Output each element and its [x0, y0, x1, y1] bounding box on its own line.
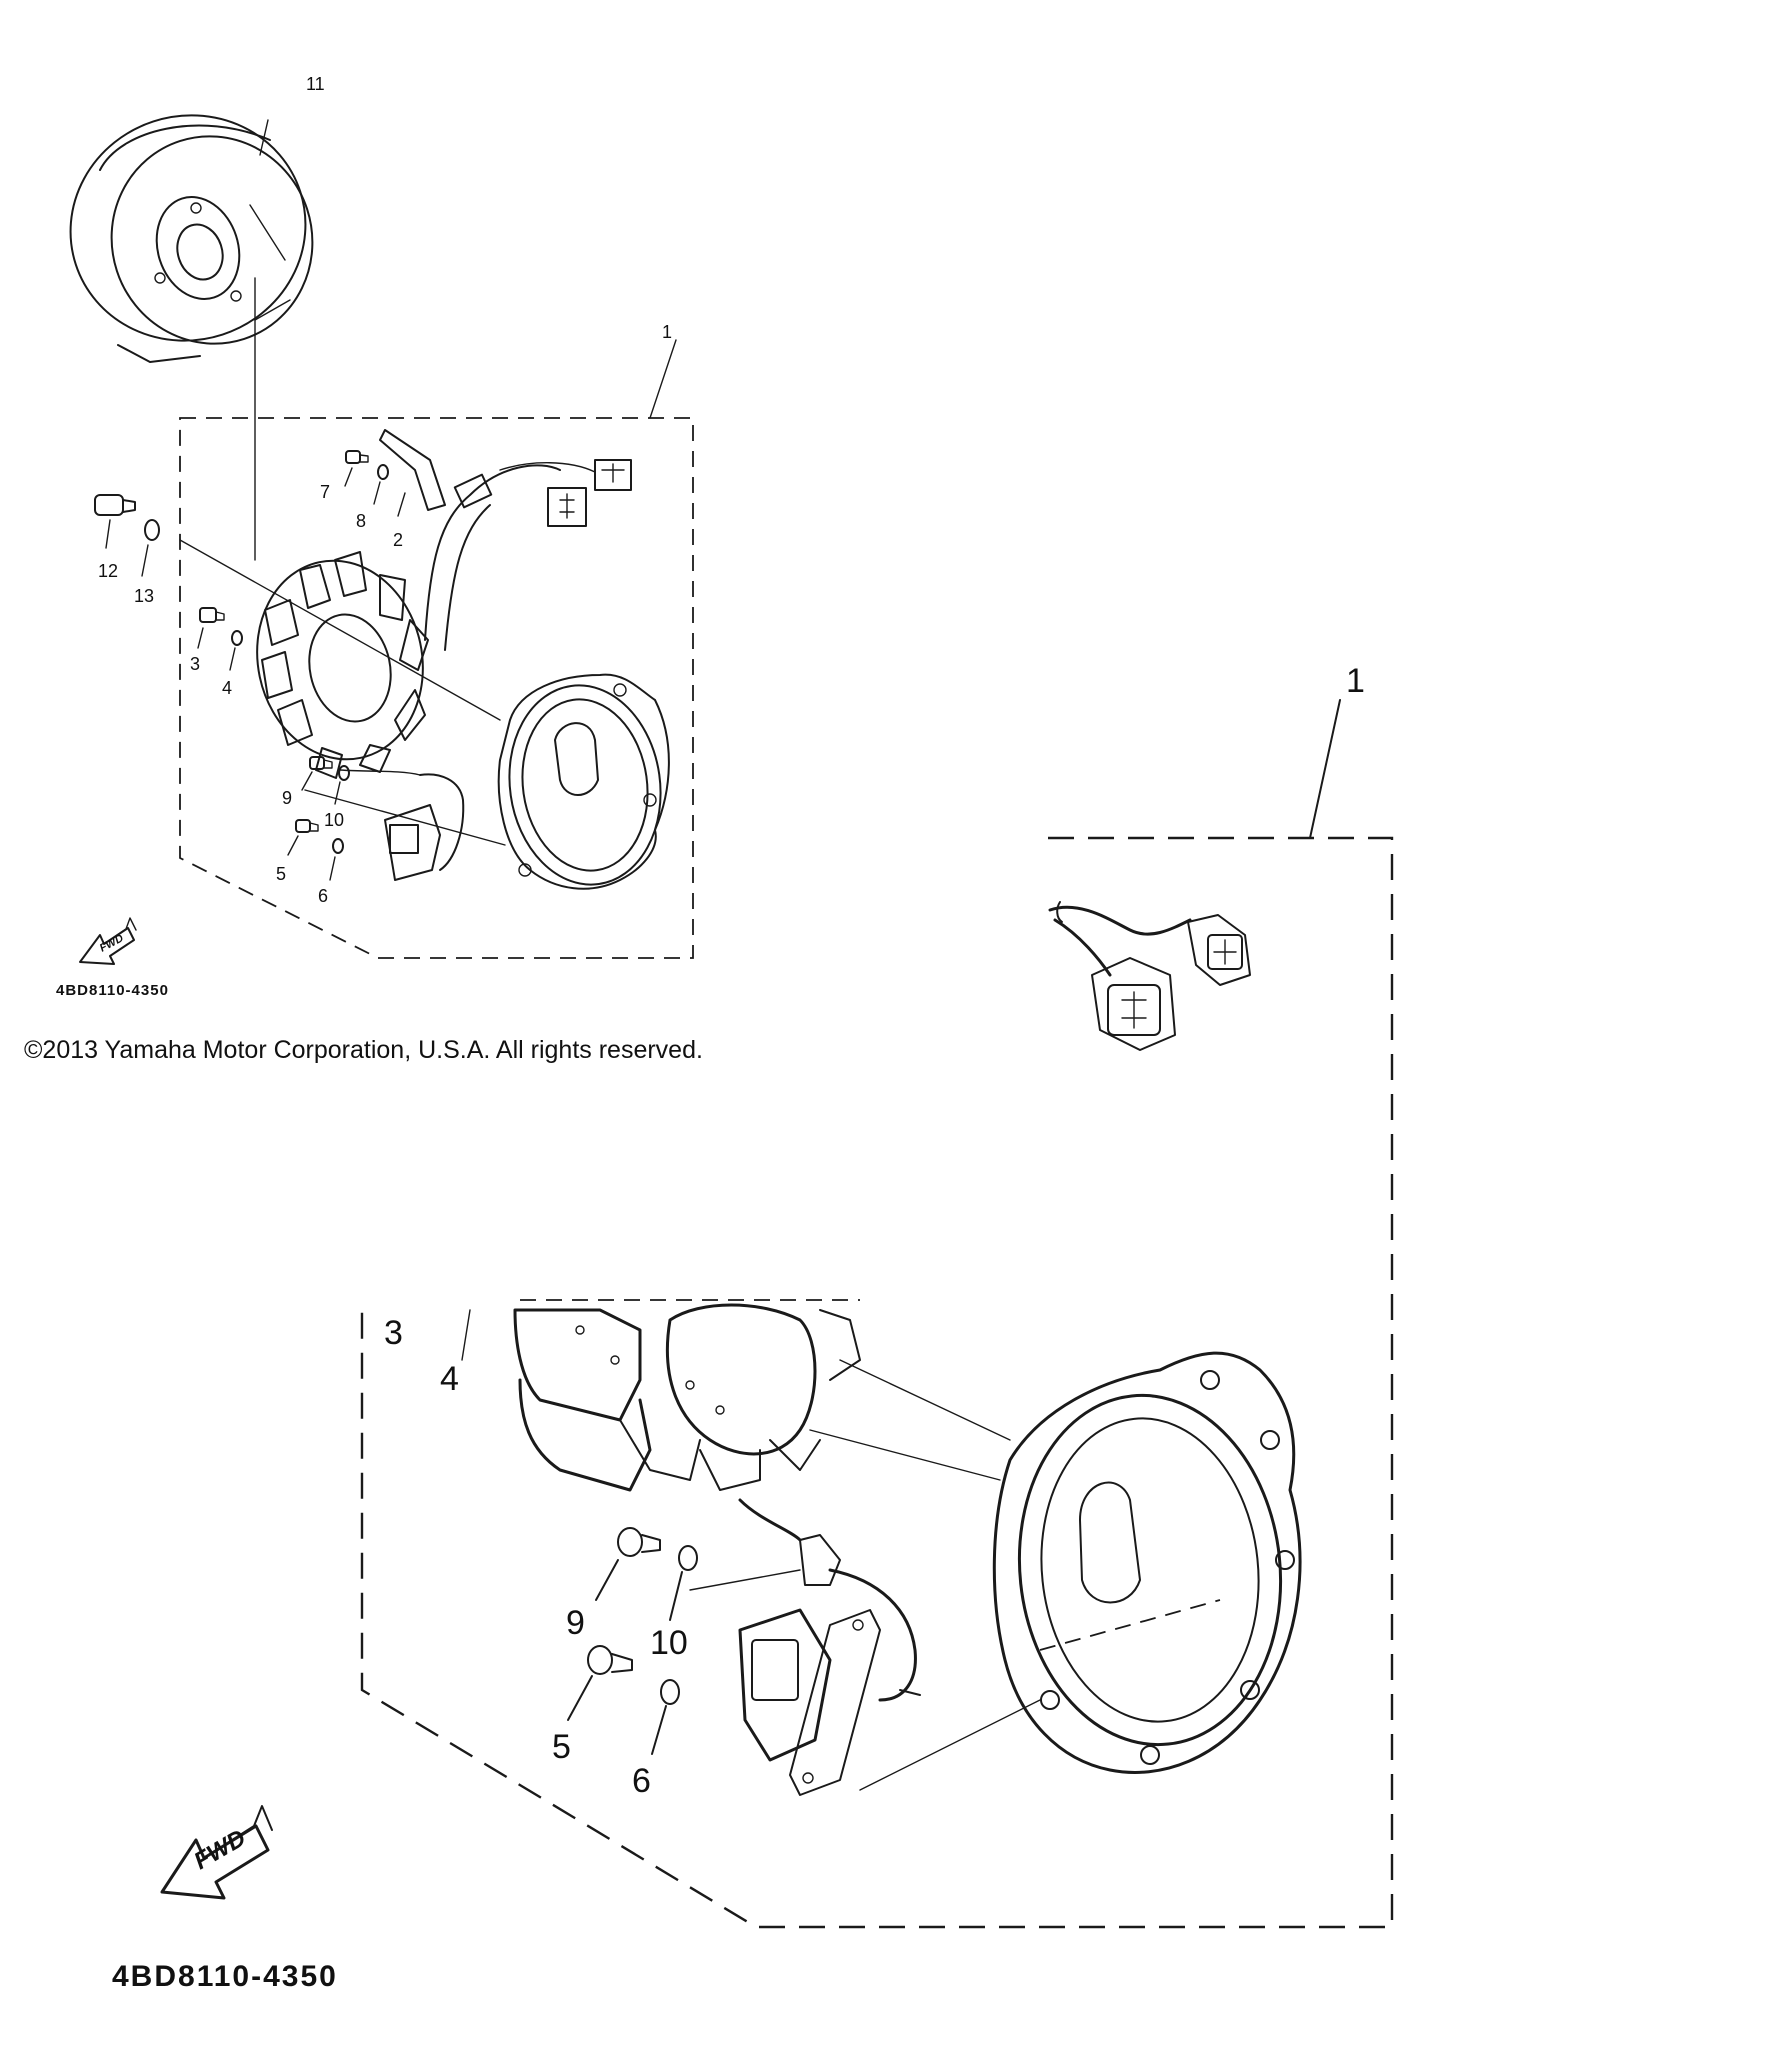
- callout-leaders-large: [461, 1309, 683, 1755]
- hardware-small: [94, 450, 389, 854]
- callout-6-small: 6: [318, 886, 328, 906]
- callout-leaders-small: [105, 119, 406, 881]
- hardware-large: [587, 1527, 698, 1705]
- callout-13-small: 13: [134, 586, 154, 606]
- callout-4-large: 4: [440, 1360, 459, 1398]
- pickup-coil-large: [689, 1498, 1041, 1796]
- assembly-box-small: [179, 417, 694, 959]
- fwd-arrow-icon-large: FWD: [160, 1805, 273, 1900]
- callout-9-small: 9: [282, 788, 292, 808]
- connectors-large: [1048, 901, 1251, 1051]
- stator-coil: [256, 551, 429, 779]
- callout-3-large: 3: [384, 1314, 403, 1352]
- callout-4-small: 4: [222, 678, 232, 698]
- flywheel-rotor: [69, 114, 314, 561]
- diagram-code-small: 4BD8110-4350: [56, 982, 169, 999]
- copyright-notice: ©2013 Yamaha Motor Corporation, U.S.A. A…: [24, 1036, 703, 1064]
- callout-3-small: 3: [190, 654, 200, 674]
- bracket: [379, 429, 446, 511]
- callout-7-small: 7: [320, 482, 330, 502]
- callout-9-large: 9: [566, 1604, 585, 1642]
- callout-2-small: 2: [393, 530, 403, 550]
- callout-10-large: 10: [650, 1624, 688, 1662]
- assembly-box-large: [360, 836, 1394, 1929]
- detail-view: 1: [112, 662, 1394, 1993]
- callout-12-small: 12: [98, 561, 118, 581]
- stator-cover: [179, 539, 670, 890]
- callout-numbers-small: 11 1 7 8 2 12 13 3 4 9 10 5 6: [98, 74, 672, 906]
- callout-1-small: 1: [662, 322, 672, 342]
- fwd-arrow-icon-small: FWD: [79, 917, 137, 965]
- callout-6-large: 6: [632, 1762, 651, 1800]
- callout-8-small: 8: [356, 511, 366, 531]
- callout-5-small: 5: [276, 864, 286, 884]
- callout-5-large: 5: [552, 1728, 571, 1766]
- stator-coil-large: [513, 1299, 1011, 1492]
- callout-10-small: 10: [324, 810, 344, 830]
- callout-11-small: 11: [306, 74, 325, 94]
- stator-cover-large: [992, 1351, 1302, 1774]
- pickup-coil-small: [339, 769, 465, 881]
- fwd-label-small: FWD: [98, 932, 126, 954]
- callout-numbers-large: 3 4 9 10 5 6: [384, 1314, 688, 1800]
- diagram-code-large: 4BD8110-4350: [112, 1960, 338, 1993]
- callout-1-large: 1: [1346, 662, 1365, 700]
- small-diagram: 11 1 7 8 2 12 13 3 4 9 10 5 6 FWD 4BD811…: [56, 74, 694, 999]
